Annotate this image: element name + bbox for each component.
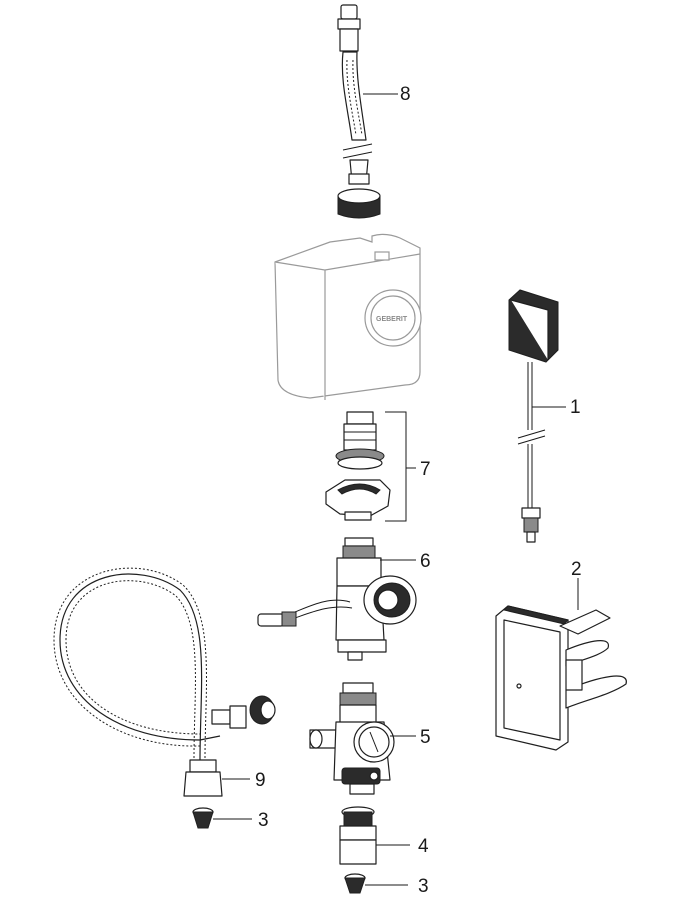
- solenoid-valve: [257, 537, 417, 661]
- callout-5: 5: [420, 727, 431, 748]
- battery-pack-with-cable: [508, 289, 566, 543]
- callout-7: 7: [420, 459, 431, 480]
- valve-cover: GEBERIT: [274, 233, 422, 400]
- strainer-upper: [192, 807, 252, 829]
- thermostatic-mixing-valve: [309, 682, 416, 795]
- flexible-hose-loop: [53, 567, 276, 797]
- adapter-set: [325, 411, 416, 522]
- callout-4: 4: [418, 836, 429, 857]
- callout-3-lower: 3: [418, 876, 429, 897]
- geberit-logo: GEBERIT: [376, 316, 408, 323]
- callout-1: 1: [570, 397, 581, 418]
- mounting-bracket: [495, 578, 627, 751]
- callout-3-upper: 3: [258, 810, 269, 831]
- flexible-hose-top: [337, 4, 398, 219]
- strainer-lower: [344, 873, 408, 894]
- callout-6: 6: [420, 551, 431, 572]
- connector-nut: [339, 806, 410, 865]
- callout-8: 8: [400, 84, 411, 105]
- callout-9: 9: [255, 770, 266, 791]
- callout-2: 2: [571, 559, 582, 580]
